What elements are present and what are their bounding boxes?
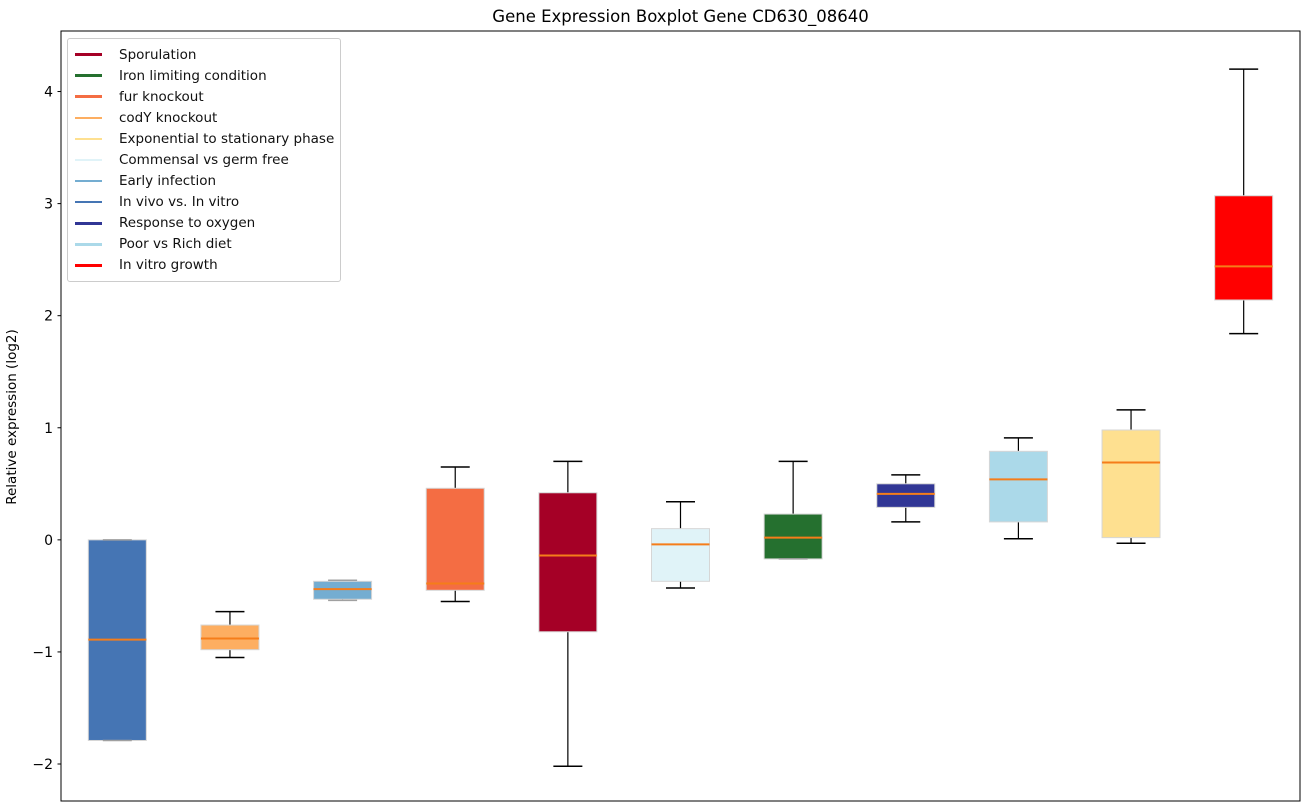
legend-swatch: [75, 179, 102, 183]
legend-item-label: Commensal vs germ free: [119, 152, 289, 169]
legend-item: Iron limiting condition: [75, 65, 332, 86]
legend-swatch: [75, 74, 102, 77]
legend-item: In vivo vs. In vitro: [75, 192, 332, 213]
y-tick-label: 3: [44, 197, 53, 213]
legend-swatch: [75, 137, 102, 141]
y-tick-label: 0: [44, 533, 53, 549]
legend-item-label: codY knockout: [119, 109, 218, 126]
legend-swatch: [75, 158, 102, 162]
box-response-to-oxygen: [876, 483, 936, 508]
box-cody-knockout: [200, 624, 260, 651]
box-in-vitro-growth: [1214, 195, 1274, 301]
legend-swatch: [75, 264, 102, 267]
legend-swatch: [75, 53, 102, 56]
box-early-infection: [313, 580, 373, 600]
box-fur-knockout: [425, 487, 485, 591]
chart-title: Gene Expression Boxplot Gene CD630_08640: [492, 7, 869, 26]
y-tick-label: 2: [44, 309, 53, 325]
legend-item: Sporulation: [75, 44, 332, 65]
plot-border: [60, 30, 1301, 802]
legend-item-label: Sporulation: [119, 46, 197, 63]
legend-item-label: Exponential to stationary phase: [119, 130, 335, 147]
y-tick-label: 1: [44, 421, 53, 437]
legend-item-label: fur knockout: [119, 88, 204, 105]
box-iron-limiting-condition: [763, 513, 823, 560]
legend-swatch: [75, 95, 102, 98]
legend-swatch: [75, 243, 102, 246]
box-exponential-to-stationary-phase: [1101, 429, 1161, 539]
legend-item-label: Response to oxygen: [119, 215, 256, 232]
legend-item-label: Poor vs Rich diet: [119, 236, 232, 253]
y-tick-label: −1: [32, 645, 53, 661]
legend-item: Exponential to stationary phase: [75, 128, 335, 149]
y-tick-label: −2: [32, 757, 53, 773]
legend-item: codY knockout: [75, 107, 332, 128]
box-commensal-vs-germ-free: [651, 528, 710, 582]
box-sporulation: [538, 492, 598, 633]
legend-item-label: In vivo vs. In vitro: [119, 194, 240, 211]
legend-item-label: Iron limiting condition: [119, 67, 267, 84]
legend-swatch: [75, 222, 102, 225]
legend-swatch: [75, 116, 102, 120]
legend-item-label: In vitro growth: [119, 257, 218, 274]
legend-item: Response to oxygen: [75, 213, 332, 234]
legend-item: Poor vs Rich diet: [75, 234, 332, 255]
legend-item-label: Early infection: [119, 173, 217, 190]
legend-item: Commensal vs germ free: [75, 149, 332, 170]
legend-item: In vitro growth: [75, 255, 332, 276]
box-poor-vs-rich-diet: [988, 450, 1048, 523]
y-tick-label: 4: [44, 85, 53, 101]
legend-item: fur knockout: [75, 86, 332, 107]
legend-item: Early infection: [75, 171, 332, 192]
legend-swatch: [75, 200, 102, 204]
